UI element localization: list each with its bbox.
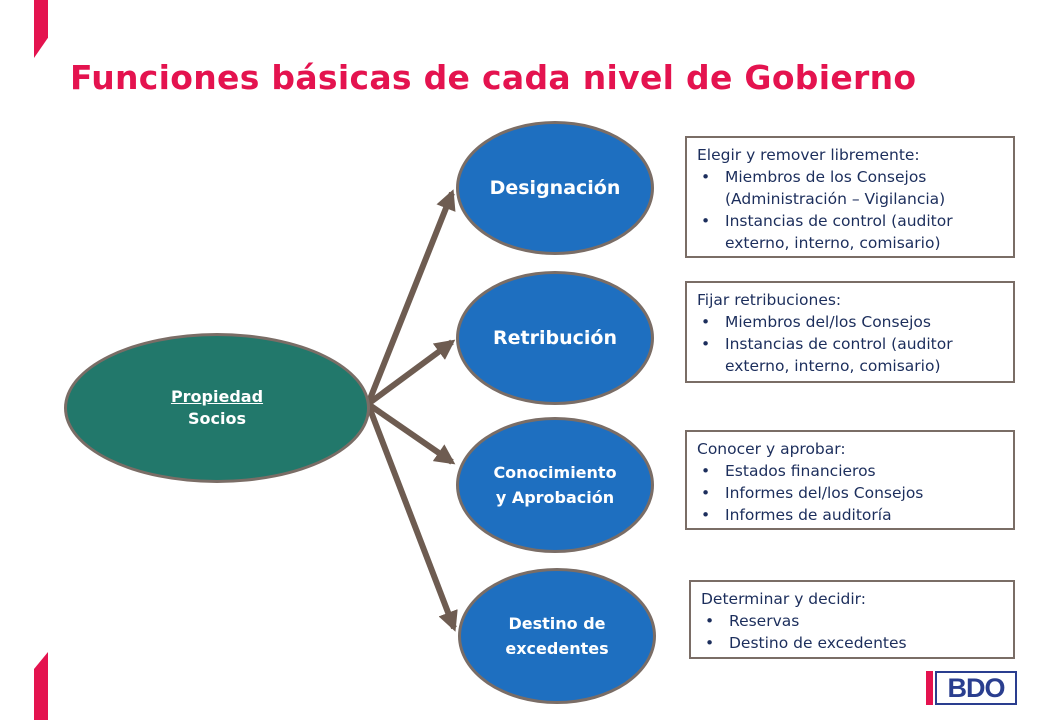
designacion-label: Designación	[489, 177, 621, 199]
conocimiento-detail-box: Conocer y aprobar: Estados financieros I…	[685, 430, 1015, 530]
destino-label-line1: Destino de	[508, 614, 606, 633]
list-item: Instancias de control (auditor externo, …	[697, 210, 1003, 254]
list-item: Reservas	[701, 610, 1003, 632]
designacion-detail-box: Elegir y remover libremente: Miembros de…	[685, 136, 1015, 258]
box-list: Reservas Destino de excedentes	[701, 610, 1003, 654]
list-item: Informes del/los Consejos	[697, 482, 1003, 504]
list-item: Informes de auditoría	[697, 504, 1003, 526]
bdo-logo: BDO	[926, 668, 1020, 708]
list-item: Instancias de control (auditor externo, …	[697, 333, 1003, 377]
page-title: Funciones básicas de cada nivel de Gobie…	[70, 58, 917, 97]
socios-label: Socios	[188, 409, 246, 428]
retribucion-label: Retribución	[493, 327, 617, 349]
box-heading: Conocer y aprobar:	[697, 440, 846, 458]
box-list: Miembros del/los Consejos Instancias de …	[697, 311, 1003, 377]
box-heading: Elegir y remover libremente:	[697, 146, 920, 164]
arrow-to-designacion	[365, 189, 456, 406]
box-heading: Determinar y decidir:	[701, 590, 866, 608]
red-accent-bottom	[34, 652, 48, 720]
list-item: Miembros del/los Consejos	[697, 311, 1003, 333]
arrow-to-destino	[365, 402, 458, 632]
arrow-to-conocimiento	[366, 401, 456, 465]
list-item: Estados financieros	[697, 460, 1003, 482]
propiedad-label: Propiedad	[170, 387, 264, 406]
destino-excedentes-node: Destino de excedentes	[458, 568, 656, 704]
box-list: Miembros de los Consejos (Administración…	[697, 166, 1003, 254]
conocimiento-aprobacion-node: Conocimiento y Aprobación	[456, 417, 654, 553]
destino-detail-box: Determinar y decidir: Reservas Destino d…	[689, 580, 1015, 659]
box-list: Estados financieros Informes del/los Con…	[697, 460, 1003, 526]
arrow-to-retribucion	[366, 339, 456, 407]
conocimiento-label-line2: y Aprobación	[495, 488, 615, 507]
box-heading: Fijar retribuciones:	[697, 291, 842, 309]
logo-red-bar	[926, 671, 933, 705]
destino-label-line2: excedentes	[505, 639, 609, 658]
logo-text: BDO	[935, 671, 1017, 705]
designacion-node: Designación	[456, 121, 654, 255]
propiedad-socios-node: Propiedad Socios	[64, 333, 370, 483]
conocimiento-label-line1: Conocimiento	[493, 463, 617, 482]
retribucion-node: Retribución	[456, 271, 654, 405]
list-item: Destino de excedentes	[701, 632, 1003, 654]
list-item: Miembros de los Consejos (Administración…	[697, 166, 1003, 210]
retribucion-detail-box: Fijar retribuciones: Miembros del/los Co…	[685, 281, 1015, 383]
